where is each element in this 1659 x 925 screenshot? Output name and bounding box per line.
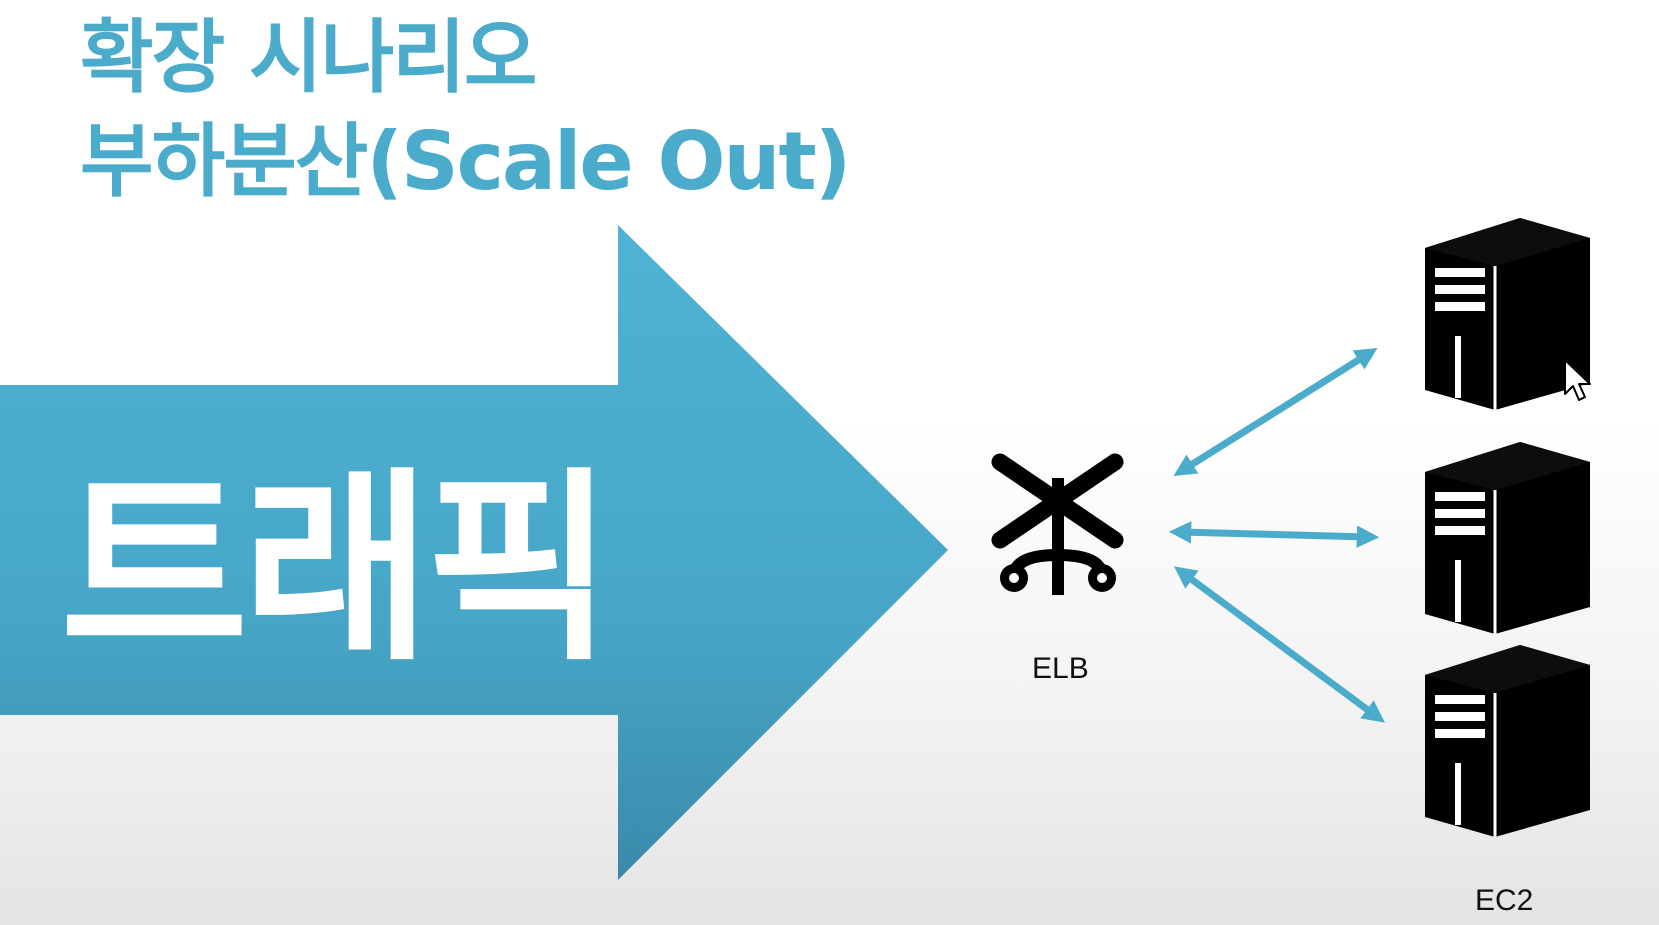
mouse-cursor-icon: [1564, 359, 1591, 401]
connection-arrow-middle: [1168, 521, 1380, 548]
load-balancer-icon: [991, 453, 1124, 595]
ec2-label: EC2: [1475, 884, 1533, 917]
connection-arrow-bottom: [1174, 566, 1385, 723]
connection-arrow-top: [1173, 348, 1378, 476]
traffic-arrow: [0, 225, 948, 880]
title-line-1: 확장 시나리오: [80, 11, 537, 104]
server-icon-3: [1423, 643, 1592, 839]
traffic-label: 트래픽: [60, 451, 608, 689]
elb-label: ELB: [1032, 652, 1089, 685]
server-icon-2: [1423, 440, 1592, 636]
title-line-2: 부하분산(Scale Out): [80, 115, 851, 208]
